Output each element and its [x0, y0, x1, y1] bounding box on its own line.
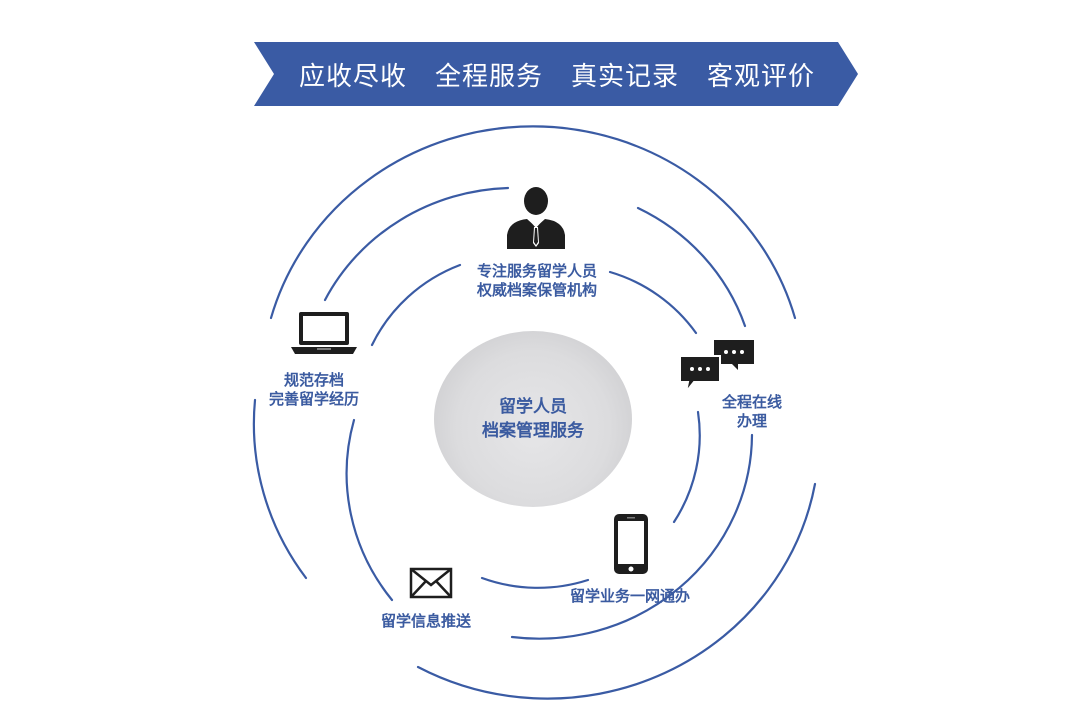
node-top-label: 专注服务留学人员 权威档案保管机构: [477, 262, 597, 300]
ring-arc: [370, 263, 462, 347]
node-left-line1: 规范存档: [283, 371, 345, 389]
ring-arc: [480, 576, 590, 589]
ring-arc: [269, 125, 797, 320]
node-right-label: 全程在线 办理: [722, 393, 782, 431]
ring-arc: [510, 433, 754, 640]
ring-arc: [636, 206, 747, 328]
ring-arc: [252, 398, 308, 580]
center-title-line1: 留学人员: [499, 397, 567, 417]
chat-bubbles-icon: [680, 340, 754, 393]
node-top-line2: 权威档案保管机构: [476, 281, 598, 299]
node-left-line2: 完善留学经历: [268, 390, 360, 408]
node-right-line1: 全程在线: [721, 393, 783, 411]
node-top-line1: 专注服务留学人员: [476, 262, 598, 280]
envelope-icon: [409, 567, 453, 599]
node-bottom-right-line1: 留学业务一网通办: [569, 587, 691, 605]
ring-arc: [323, 186, 510, 302]
smartphone-icon: [614, 514, 648, 574]
node-bottom-left-label: 留学信息推送: [381, 612, 471, 631]
laptop-icon: [291, 312, 357, 354]
node-bottom-left-line1: 留学信息推送: [380, 612, 472, 630]
node-right-line2: 办理: [736, 412, 768, 430]
banner-phrase: 客观评价: [707, 61, 816, 92]
node-left-label: 规范存档 完善留学经历: [269, 371, 359, 409]
banner-phrase: 应收尽收: [298, 61, 407, 92]
ring-arc: [416, 482, 817, 700]
banner-phrases: 应收尽收 全程服务 真实记录 客观评价: [262, 42, 852, 106]
node-bottom-right-label: 留学业务一网通办: [570, 587, 690, 606]
center-circle: 留学人员 档案管理服务: [434, 331, 632, 507]
businessman-icon: [507, 187, 565, 249]
ring-arc: [672, 410, 701, 524]
banner-ribbon: [254, 42, 858, 106]
header-banner: [254, 42, 858, 106]
banner-phrase: 全程服务: [434, 61, 543, 92]
center-title-line2: 档案管理服务: [482, 421, 584, 441]
ring-arc: [608, 270, 698, 335]
banner-phrase: 真实记录: [571, 61, 680, 92]
ring-arc: [345, 418, 394, 602]
